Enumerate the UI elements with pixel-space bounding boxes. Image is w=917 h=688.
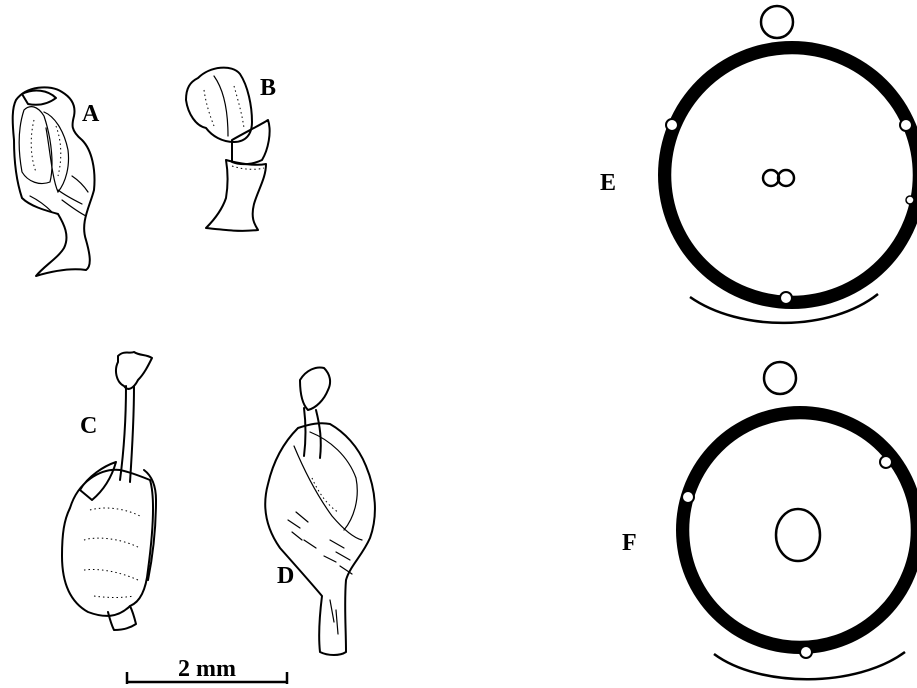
inner-whorl-e (670, 53, 914, 297)
drawing-d-pistil (265, 368, 375, 656)
axis-circle-f (764, 362, 796, 394)
axis-circle-e (761, 6, 793, 38)
label-d: D (277, 563, 294, 589)
floral-diagram-e (658, 6, 917, 323)
label-b: B (260, 75, 276, 101)
scale-bar-label: 2 mm (178, 656, 236, 682)
drawing-c-gynoecium (62, 352, 156, 630)
label-e: E (600, 170, 616, 196)
label-c: C (80, 413, 97, 439)
drawing-b-stamen (186, 68, 270, 231)
inner-whorl-f (688, 418, 912, 642)
floral-diagram-f (676, 362, 917, 679)
label-f: F (622, 530, 637, 556)
label-a: A (82, 101, 100, 127)
